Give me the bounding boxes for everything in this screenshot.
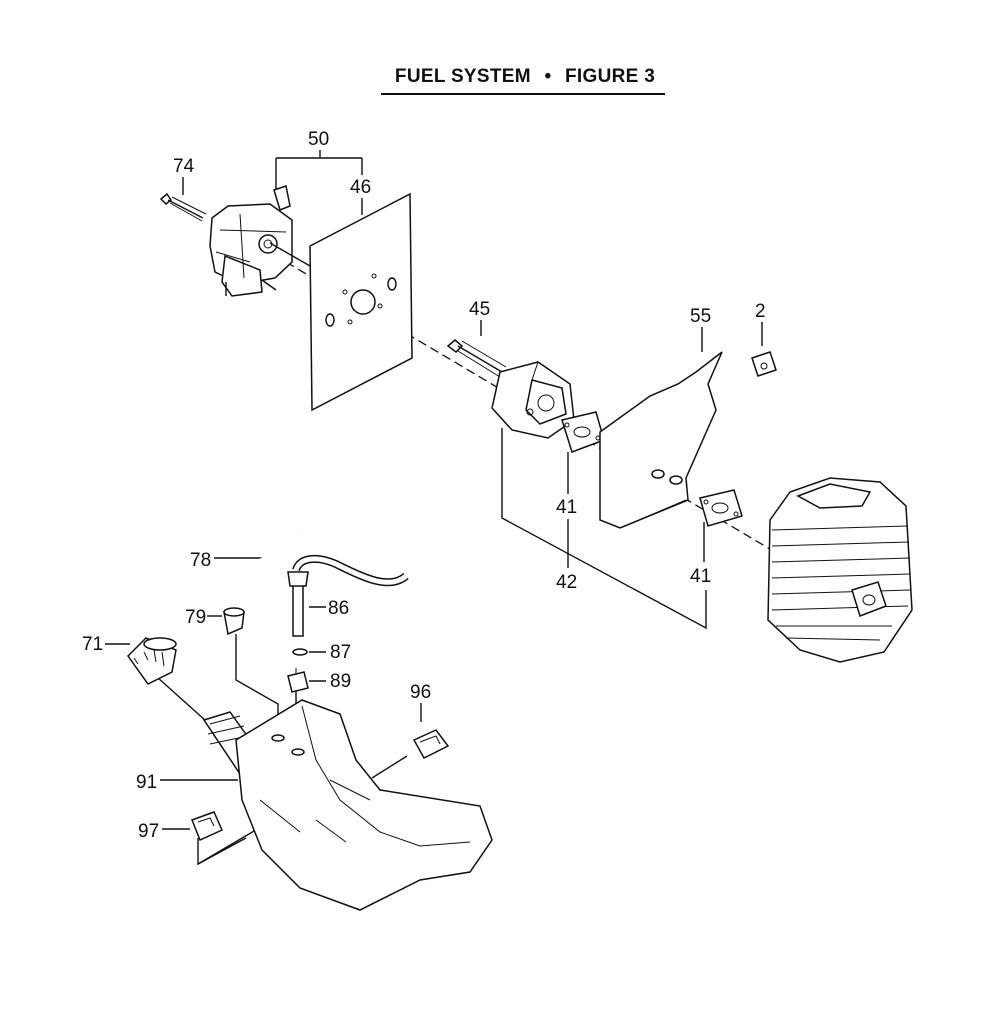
title-text: FUEL SYSTEM [394, 66, 531, 87]
carburetor-50-icon [209, 185, 311, 297]
callout-50: 50 [308, 129, 329, 150]
callout-89: 89 [330, 671, 351, 692]
gasket-46-icon [309, 192, 413, 412]
block-97-icon [191, 811, 223, 842]
callout-41-left: 41 [556, 497, 577, 518]
fuel-cap-71-icon [127, 637, 177, 685]
filter-89-icon [287, 668, 309, 693]
heat-shield-55-icon [599, 351, 723, 529]
screw-74-icon [159, 192, 207, 222]
callout-87: 87 [330, 642, 351, 663]
title-figure: FIGURE 3 [565, 66, 656, 87]
callout-78: 78 [190, 550, 211, 571]
fuel-line-86-icon [287, 555, 409, 637]
gasket-41-left-icon [561, 411, 605, 453]
clip-2-icon [751, 351, 777, 377]
ring-87-icon [292, 648, 308, 656]
callout-45: 45 [469, 299, 490, 320]
callout-96: 96 [410, 682, 431, 703]
callout-91: 91 [136, 772, 157, 793]
title-underline [381, 93, 665, 95]
grommet-79-icon [223, 607, 245, 636]
figure-title: FUEL SYSTEM • FIGURE 3 [384, 66, 666, 88]
callout-71: 71 [82, 634, 103, 655]
callout-46: 46 [350, 177, 371, 198]
fuel-line-78-icon [230, 534, 304, 599]
bolt-45-icon [446, 339, 507, 378]
callout-41-right: 41 [690, 566, 711, 587]
callout-74: 74 [173, 156, 195, 177]
callout-97: 97 [138, 821, 159, 842]
fuel-tank-91-icon [202, 699, 493, 911]
callout-79: 79 [185, 607, 206, 628]
title-separator: • [544, 66, 552, 87]
block-96-icon [412, 729, 450, 759]
callout-42: 42 [556, 572, 577, 593]
callout-86: 86 [328, 598, 349, 619]
cylinder-icon [767, 477, 913, 663]
gasket-41-right-icon [699, 489, 743, 527]
callout-55: 55 [690, 306, 711, 327]
callout-2: 2 [755, 301, 766, 322]
insulator-block-icon [491, 361, 575, 439]
